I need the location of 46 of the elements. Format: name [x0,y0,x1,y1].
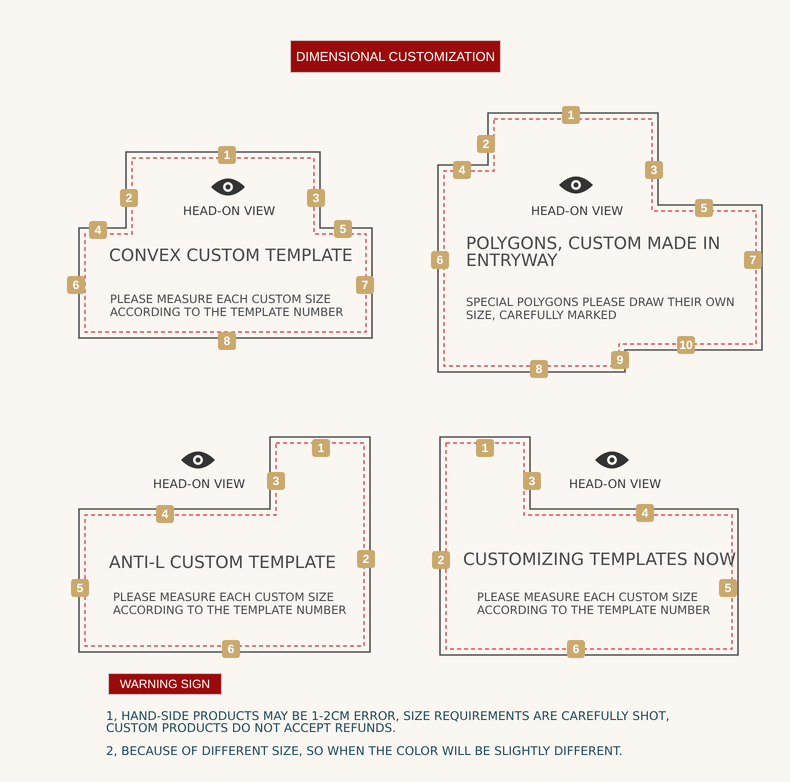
template-heading: POLYGONS, CUSTOM MADE IN ENTRYWAY [466,236,722,270]
callout-number: 6 [567,640,585,658]
warning-note: 2, BECAUSE OF DIFFERENT SIZE, SO WHEN THE COLOR WILL BE SLIGHTLY DIFFERENT. [106,745,624,757]
callout-number: 2 [357,550,375,568]
callout-number: 5 [719,579,737,597]
callout-number: 4 [156,505,174,523]
view-label: HEAD-ON VIEW [569,477,659,491]
template-instructions: PLEASE MEASURE EACH CUSTOM SIZE ACCORDING TO THE TEMPLATE NUMBER [477,591,712,617]
view-label: HEAD-ON VIEW [531,204,621,218]
template-heading: CUSTOMIZING TEMPLATES NOW [463,552,737,569]
callout-number: 3 [645,161,663,179]
callout-number: 2 [477,135,495,153]
title-banner: DIMENSIONAL CUSTOMIZATION [290,40,501,73]
callout-number: 5 [695,199,713,217]
callout-number: 1 [218,146,236,164]
warning-banner: WARNING SIGN [108,673,222,695]
callout-number: 4 [89,221,107,239]
callout-number: 6 [431,251,449,269]
view-label: HEAD-ON VIEW [183,204,273,218]
callout-number: 3 [523,472,541,490]
callout-number: 2 [120,189,138,207]
view-label: HEAD-ON VIEW [153,477,243,491]
template-instructions: PLEASE MEASURE EACH CUSTOM SIZE ACCORDING TO THE TEMPLATE NUMBER [113,591,348,617]
callout-number: 6 [222,640,240,658]
callout-number: 3 [307,189,325,207]
callout-number: 4 [636,504,654,522]
callout-number: 10 [677,336,695,354]
callout-number: 8 [218,332,236,350]
callout-number: 4 [453,161,471,179]
callout-number: 7 [356,276,374,294]
callout-number: 2 [432,551,450,569]
callout-number: 7 [744,251,762,269]
callout-number: 9 [611,351,629,369]
template-instructions: PLEASE MEASURE EACH CUSTOM SIZE ACCORDING TO THE TEMPLATE NUMBER [110,293,344,319]
template-heading: ANTI-L CUSTOM TEMPLATE [109,555,338,572]
callout-number: 1 [312,439,330,457]
template-heading: CONVEX CUSTOM TEMPLATE [109,248,354,265]
callout-number: 1 [562,106,580,124]
callout-number: 3 [267,472,285,490]
callout-number: 5 [71,579,89,597]
warning-note: 1, HAND-SIDE PRODUCTS MAY BE 1-2CM ERROR, SIZE REQUIREMENTS ARE CAREFULLY SHOT, CUSTOM PRODUCTS DO NOT ACCEPT REFUNDS. [106,710,671,734]
callout-number: 6 [67,276,85,294]
callout-number: 8 [530,360,548,378]
template-instructions: SPECIAL POLYGONS PLEASE DRAW THEIR OWN SIZE, CAREFULLY MARKED [466,296,736,322]
callout-number: 1 [476,439,494,457]
callout-number: 5 [334,220,352,238]
